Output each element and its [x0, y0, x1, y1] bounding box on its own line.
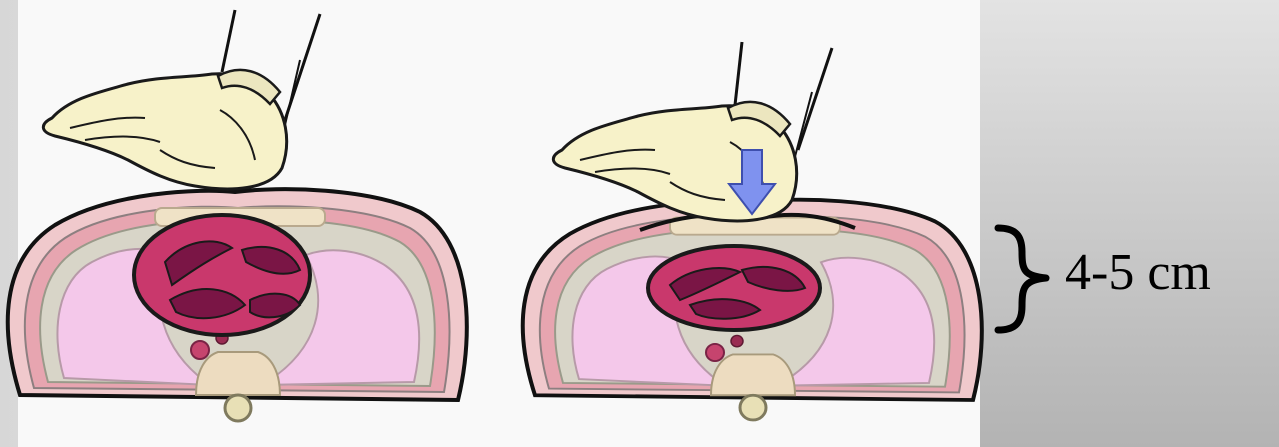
compression-depth-label: 4-5 cm [1065, 243, 1211, 303]
chest-before [8, 189, 467, 421]
hands-compressing [553, 42, 832, 221]
chest-compressed [523, 200, 982, 420]
hands-before [43, 10, 320, 189]
measurement-brace [998, 228, 1046, 330]
